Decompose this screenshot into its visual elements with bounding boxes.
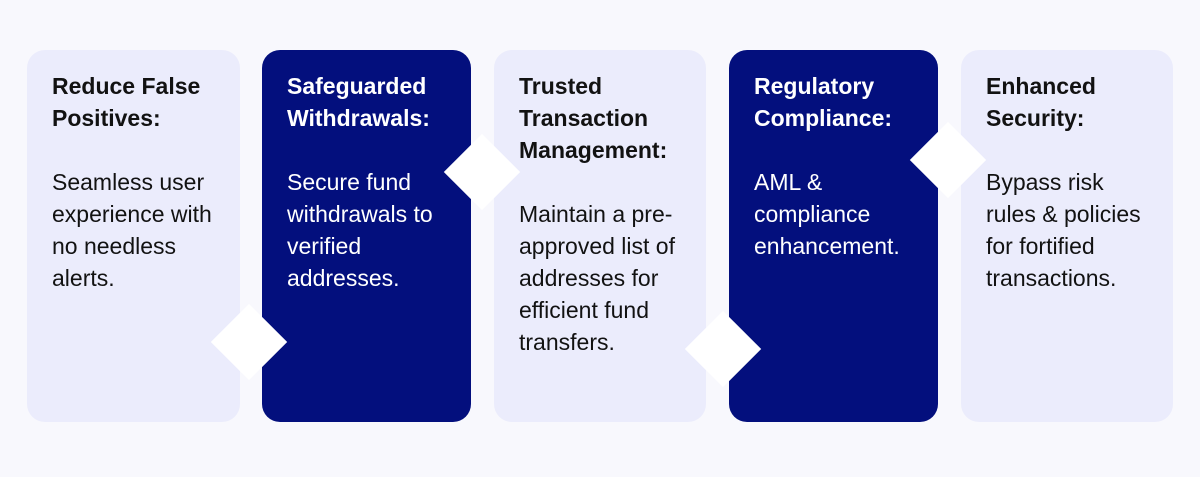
card-trusted-transaction-management: Trusted Transaction Management: Maintain…	[494, 50, 706, 422]
card-title: Regulatory Compliance:	[754, 73, 893, 131]
card-title: Trusted Transaction Management:	[519, 73, 668, 163]
card-title: Enhanced Security:	[986, 73, 1096, 131]
card-body: Maintain a pre-approved list of addresse…	[519, 201, 675, 355]
card-safeguarded-withdrawals: Safeguarded Withdrawals: Secure fund wit…	[262, 50, 471, 422]
card-title: Safeguarded Withdrawals:	[287, 73, 430, 131]
card-body: Bypass risk rules & policies for fortifi…	[986, 169, 1141, 291]
card-body: Seamless user experience with no needles…	[52, 169, 212, 291]
card-regulatory-compliance: Regulatory Compliance: AML & compliance …	[729, 50, 938, 422]
card-body: Secure fund withdrawals to verified addr…	[287, 169, 433, 291]
card-enhanced-security: Enhanced Security: Bypass risk rules & p…	[961, 50, 1173, 422]
card-body: AML & compliance enhancement.	[754, 169, 900, 259]
card-reduce-false-positives: Reduce False Positives: Seamless user ex…	[27, 50, 240, 422]
card-title: Reduce False Positives:	[52, 73, 201, 131]
